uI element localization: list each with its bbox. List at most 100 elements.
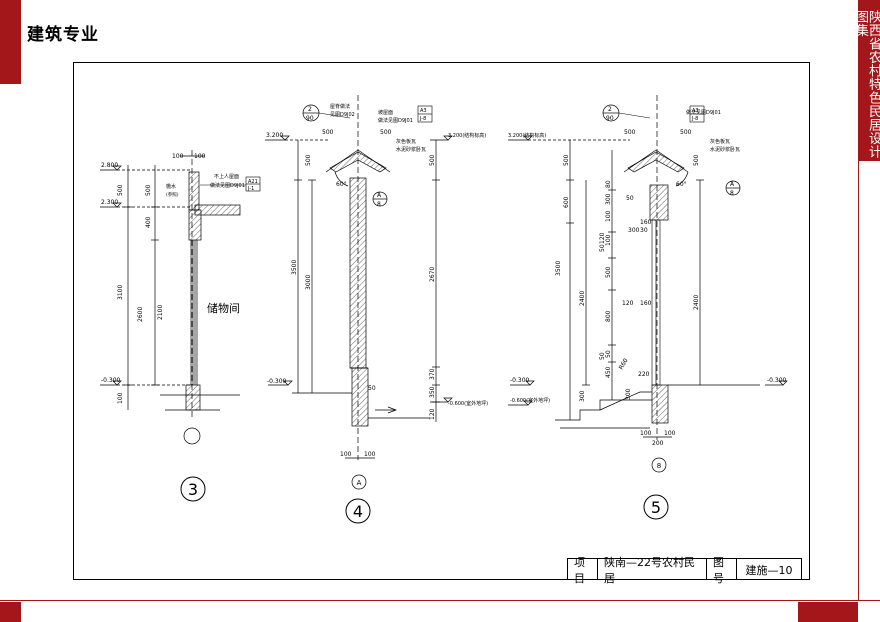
d4-marker-top: A [377, 192, 382, 199]
d5-mid-dim-1: 300 [605, 193, 612, 205]
d5-left-dim-2: 3500 [555, 261, 562, 276]
d5-bottom-dim-2: 200 [652, 440, 664, 447]
side-border-line [858, 161, 859, 601]
dim-d3-top-1: 100 [194, 153, 206, 160]
tb-drawing-no: 建施—10 [737, 559, 802, 580]
d5-marker-top: A [730, 181, 735, 188]
d4-elev-right-1: -0.600(室外地坪) [448, 400, 488, 407]
d3-gutter: 檐水 [166, 183, 176, 190]
d5-ref-box-top: A3 [692, 108, 699, 114]
d4-elev-left-0: 3.200 [266, 132, 283, 139]
d4-elev-left-1: -0.300 [267, 378, 287, 385]
d3-note-roof: 不上人屋面 [214, 173, 239, 180]
d4-slope-right: 500 [380, 129, 392, 136]
d5-mid-dim-9: 450 [605, 366, 612, 378]
side-title-band: 陕西省农村特色民居设计图集 [853, 0, 880, 161]
corner-accent-bottom-right [798, 602, 858, 622]
d5-left-dim-3: 2400 [579, 291, 586, 306]
d4-angle: 60° [336, 181, 347, 188]
d5-inner-4: 120 [622, 300, 634, 307]
dim-d3-outer-2: 100 [117, 392, 124, 404]
detail-4-labels: 3.200 -0.300 3.200(结构标高) -0.600(室外地坪) 50… [266, 103, 488, 521]
d5-left-dim-4: 300 [579, 390, 586, 402]
dim-d3-outer-1: 3100 [117, 285, 124, 300]
d5-mid-dim-5: 120 [599, 232, 606, 244]
d5-note-b: 灰色板瓦 [710, 138, 730, 145]
d4-ref-box-top: A3 [420, 108, 427, 114]
d4-right-dim-1: 2670 [429, 267, 436, 282]
d5-marker-bottom: 8 [730, 190, 734, 197]
dim-d3-inner-0: 500 [145, 184, 152, 196]
d4-ref-circle-bottom: 90 [306, 115, 314, 122]
d4-marker-bottom: 8 [377, 201, 381, 208]
d4-note-ridge-2: 见图D9J02 [330, 112, 355, 118]
d4-note-tile-1: 灰色板瓦 [396, 138, 416, 145]
d4-left-dim-0: 500 [305, 154, 312, 166]
d5-ref-circle-bottom: 90 [606, 115, 614, 122]
detail-4 [265, 95, 453, 524]
detail-3 [100, 150, 261, 502]
tb-drawing-label: 图号 [707, 556, 737, 585]
d4-note-tile-2: 水泥砂浆卧瓦 [396, 146, 426, 153]
d4-note-slope-2: 做法见图D9J01 [378, 117, 413, 124]
d5-mid-dim-10: 50 [599, 352, 606, 360]
detail-3-labels: 2.800 2.300 -0.300 500 3100 100 500 400 … [101, 153, 258, 499]
side-title-text: 陕西省农村特色民居设计图集 [853, 10, 880, 159]
d5-inner-5: 160 [640, 300, 652, 307]
elev-2800: 2.800 [101, 162, 118, 169]
d5-right-dim-1: 2400 [693, 295, 700, 310]
d5-elev-left-2: -0.600(室外地坪) [510, 397, 550, 404]
d5-mid-dim-8: 50 [605, 350, 612, 358]
page-title: 建筑专业 [27, 25, 99, 45]
corner-accent-bottom-left [0, 602, 21, 622]
d4-bottom-dim-1: 100 [364, 451, 376, 458]
d5-bottom-dim-0: 100 [640, 430, 652, 437]
d5-left-dim-1: 600 [563, 196, 570, 208]
d4-left-dim-2: 3000 [305, 275, 312, 290]
bottom-border-line [0, 600, 880, 601]
d5-ref-box-bottom: J-8 [691, 116, 698, 122]
d5-right-dim-0: 500 [693, 154, 700, 166]
d5-slope-right: 500 [680, 129, 692, 136]
d5-ref-circle-top: 2 [608, 106, 612, 113]
room-label-storage: 储物间 [207, 301, 240, 315]
d4-elev-right-0: 3.200(结构标高) [448, 132, 486, 139]
elev-2300: 2.300 [101, 199, 118, 206]
drawing-sheet-frame [73, 62, 810, 580]
d4-right-dim-4: 120 [429, 408, 436, 420]
d5-inner-0: 50 [626, 195, 634, 202]
d5-axis: 8 [657, 462, 661, 470]
tb-project-name: 陕南—22号农村民居 [598, 556, 707, 585]
dim-d3-top-0: 100 [172, 153, 184, 160]
dim-d3-inner-1: 400 [145, 216, 152, 228]
d5-angle: 60° [676, 181, 687, 188]
d5-mid-dim-0: 80 [605, 180, 612, 188]
d3-note-method: 做法见图D9J01 [210, 182, 245, 189]
d5-note-a: 做法见图D9J01 [686, 109, 721, 116]
d5-mid-dim-2: 100 [605, 210, 612, 222]
detail-5-labels: 3.200(结构标高) -0.300 -0.600(室外地坪) -0.300 5… [508, 106, 787, 517]
detail-5 [508, 95, 788, 520]
dim-d3-inner-3: 2100 [157, 305, 164, 320]
d4-right-dim-0: 500 [429, 154, 436, 166]
d4-slope-left: 500 [322, 129, 334, 136]
d4-right-dim-3: 350 [429, 386, 436, 398]
d5-inner-3: 30 [640, 227, 648, 234]
dim-d3-inner-2: 2600 [137, 307, 144, 322]
d5-inner-6: 220 [638, 371, 650, 378]
d5-left-dim-0: 500 [563, 154, 570, 166]
d3-gutter-sub: (参照) [166, 191, 179, 198]
d5-slope-left: 500 [624, 129, 636, 136]
d5-bottom-dim-1: 100 [664, 430, 676, 437]
d5-inner-2: 300 [628, 227, 640, 234]
corner-accent-top-left [0, 0, 21, 84]
d4-left-dim-1: 3500 [291, 260, 298, 275]
d4-axis: A [357, 479, 362, 487]
tb-project-label: 项目 [568, 556, 598, 585]
dim-d3-outer-0: 500 [117, 184, 124, 196]
d5-elev-right: -0.300 [767, 377, 787, 384]
elev-minus-0300: -0.300 [101, 377, 121, 384]
d5-note-c: 水泥砂浆卧瓦 [710, 146, 740, 153]
detail-number-4: 4 [353, 502, 363, 521]
